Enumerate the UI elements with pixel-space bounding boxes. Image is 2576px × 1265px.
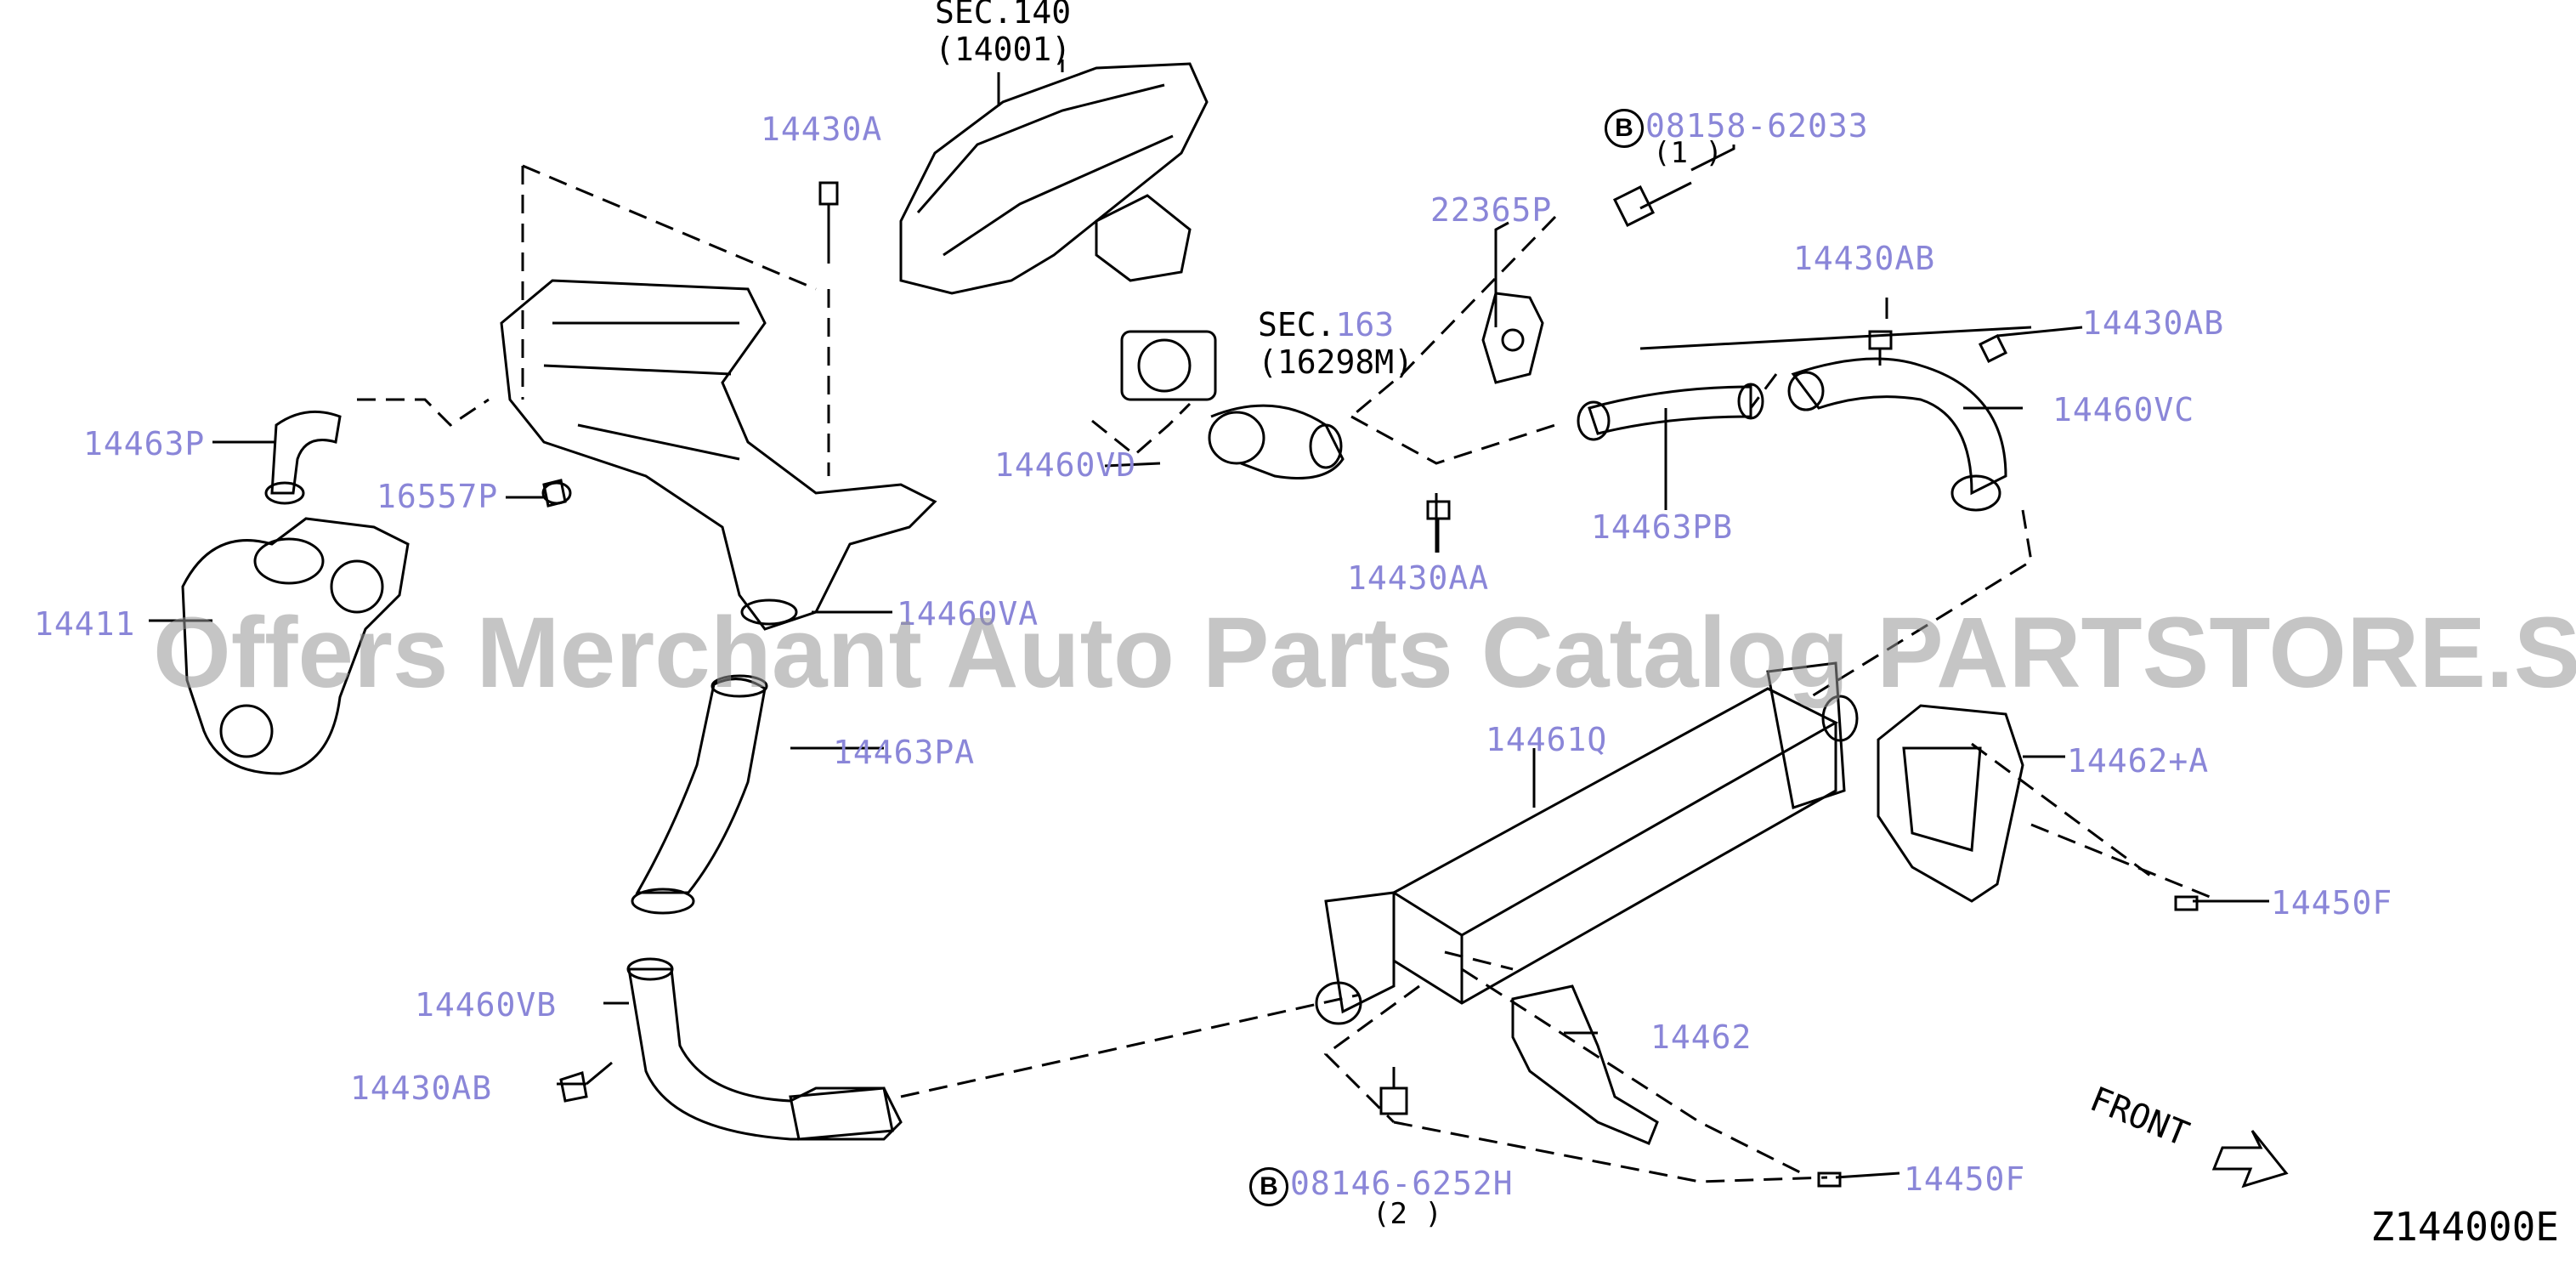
watermark-text: Offers Merchant Auto Parts Catalog PARTS… (153, 597, 2576, 709)
dashed-guide-lines (357, 164, 2211, 1183)
label-14463PA[interactable]: 14463PA (833, 734, 976, 771)
label-14430AB-top-2[interactable]: 14430AB (2082, 304, 2225, 342)
sec140-title: SEC.140 (935, 0, 1072, 31)
qty-2: (2 ) (1373, 1197, 1442, 1231)
label-16557P[interactable]: 16557P (376, 478, 499, 515)
turbocharger (181, 517, 410, 775)
label-14430AB-low[interactable]: 14430AB (350, 1069, 493, 1107)
label-14463PB[interactable]: 14463PB (1591, 508, 1734, 546)
throttle-body (1120, 330, 1217, 401)
label-08158-62033[interactable]: 08158-62033 (1645, 107, 1869, 145)
pipe-14460VC (1787, 357, 2007, 512)
label-14430AB-top-1[interactable]: 14430AB (1793, 240, 1936, 277)
label-14461Q[interactable]: 14461Q (1486, 721, 1608, 758)
sec163-label: SEC.163 (16298M) (1258, 306, 1413, 381)
sensor-bracket (1481, 292, 1544, 384)
intake-manifold (899, 62, 1209, 295)
sec163-number: 163 (1335, 306, 1395, 343)
label-14463P[interactable]: 14463P (83, 425, 206, 462)
hose-14463P (264, 410, 342, 505)
bracket-14462 (1511, 984, 1659, 1145)
label-14430A[interactable]: 14430A (761, 111, 883, 148)
bolt-group (542, 181, 2199, 1188)
air-guide-14462A (1877, 704, 2024, 903)
sec163-code: (16298M) (1258, 343, 1414, 381)
qty-1: (1 ) (1653, 136, 1723, 170)
label-14450F-2[interactable]: 14450F (1904, 1160, 2026, 1198)
grommet-16557P (541, 481, 572, 505)
label-14411[interactable]: 14411 (34, 605, 136, 643)
label-08146-6252H[interactable]: 08146-6252H (1290, 1165, 1514, 1202)
label-14460VA[interactable]: 14460VA (897, 595, 1039, 632)
hose-14460VD (1208, 404, 1345, 479)
intercooler-14461Q (1315, 661, 1859, 1025)
b-marker-2: B (1249, 1167, 1288, 1206)
label-14460VB[interactable]: 14460VB (415, 986, 558, 1024)
label-14462A[interactable]: 14462+A (2067, 742, 2210, 780)
pipe-14460VB (626, 957, 903, 1141)
label-14462[interactable]: 14462 (1650, 1018, 1752, 1056)
sec140-code: (14001) (935, 31, 1072, 68)
air-duct-14460VA (500, 279, 937, 631)
label-14430AA[interactable]: 14430AA (1347, 559, 1490, 597)
diagram-code: Z144000E (2370, 1204, 2559, 1250)
front-arrow-icon (2211, 1130, 2289, 1188)
label-14460VC[interactable]: 14460VC (2052, 391, 2195, 428)
label-22365P[interactable]: 22365P (1430, 191, 1553, 229)
hose-14463PA (631, 674, 768, 915)
b-marker-1: B (1605, 109, 1644, 148)
label-14460VD[interactable]: 14460VD (994, 446, 1137, 484)
sec140-label: SEC.140 (14001) (935, 0, 1071, 68)
label-14450F-1[interactable]: 14450F (2271, 884, 2393, 922)
hose-14463PB (1577, 383, 1764, 441)
sec163-title: SEC. (1258, 306, 1336, 343)
